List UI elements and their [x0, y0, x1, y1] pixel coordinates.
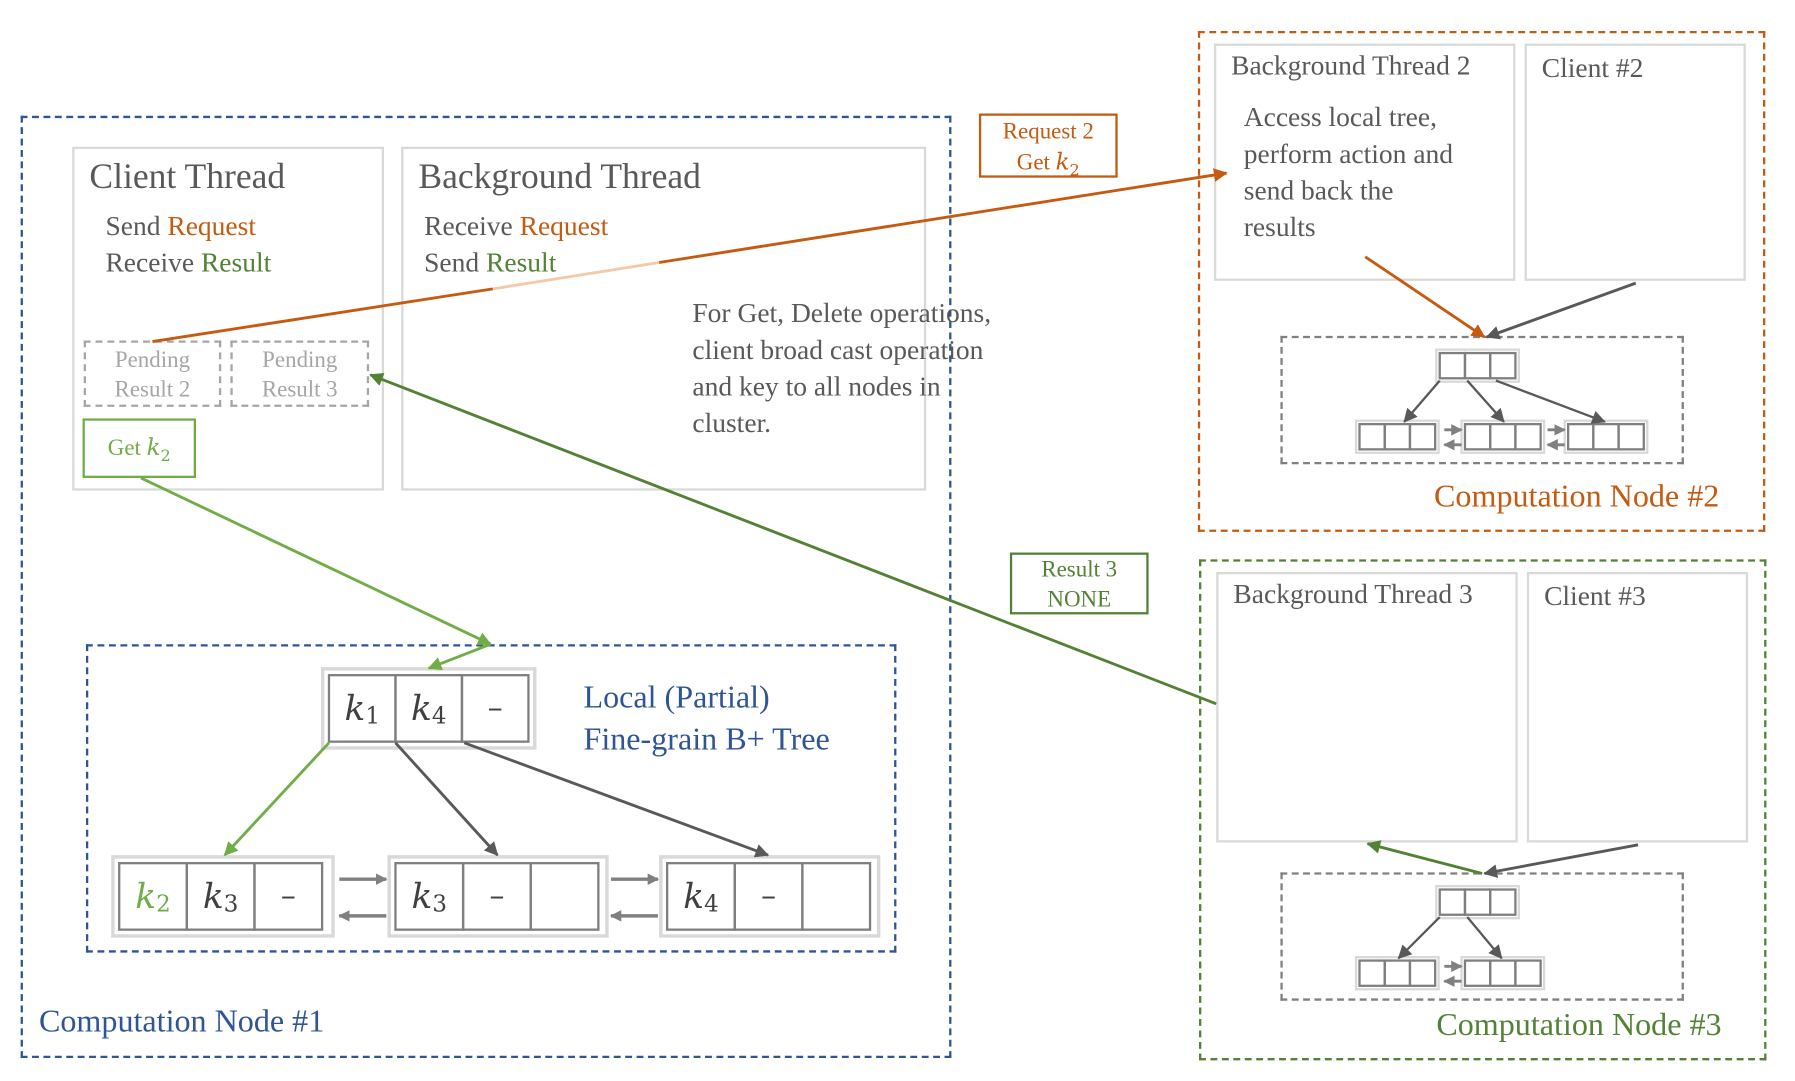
broadcast-note: For Get, Delete operations, client broad…	[692, 296, 1047, 443]
bt2-text-line: send back the	[1243, 176, 1394, 207]
pending-result-2-line1: Pending	[114, 347, 191, 373]
background-thread-title: Background Thread	[418, 155, 701, 197]
bt2-text-line: results	[1243, 213, 1316, 244]
client-2-title: Client #2	[1541, 53, 1644, 84]
receive-label: Receive	[424, 212, 520, 242]
background-thread-2-text: Access local tree, perform action and se…	[1244, 100, 1453, 247]
pending-result-2-line2: Result 2	[114, 377, 191, 403]
background-thread-3-title: Background Thread 3	[1233, 580, 1473, 610]
get-k2-prefix: Get	[107, 435, 147, 461]
cell-key: k	[411, 876, 433, 917]
request-2-get: Get	[1016, 150, 1056, 176]
pending-result-3: Pending Result 3	[230, 340, 370, 407]
request-2-tag: Request 2 Get k2	[978, 113, 1118, 180]
result-3-line1: Result 3	[1041, 557, 1118, 583]
send-label: Send	[105, 212, 168, 242]
broadcast-note-line: and key to all nodes in	[692, 372, 941, 403]
cell-key: k	[344, 688, 366, 729]
broadcast-note-line: cluster.	[692, 409, 772, 440]
leaf3-cell-blank	[801, 862, 872, 931]
cell-sub: 3	[223, 889, 239, 918]
leaf2-cell-empty: –	[461, 862, 532, 931]
cell-key: k	[202, 876, 224, 917]
broadcast-note-line: client broad cast operation	[692, 335, 984, 366]
bg-receive-request-text: Receive Request	[424, 209, 608, 246]
get-k2-key-letter: k	[146, 433, 161, 461]
node-2-tree-leaf	[1354, 419, 1440, 454]
leaf1-cell-empty: –	[253, 862, 324, 931]
client-3-title: Client #3	[1544, 582, 1646, 613]
pending-result-3-line1: Pending	[262, 347, 338, 373]
pending-result-2: Pending Result 2	[83, 340, 222, 407]
request-2-line2: Get k2	[981, 147, 1115, 186]
cell-sub: 4	[431, 701, 447, 730]
cell-sub: 4	[704, 889, 719, 918]
background-thread-3-panel	[1216, 572, 1518, 843]
cell-key: –	[280, 879, 296, 914]
result-label: Result	[200, 248, 272, 279]
send-label: Send	[424, 248, 487, 279]
client-thread-title: Client Thread	[89, 155, 286, 197]
pending-result-3-line2: Result 3	[261, 377, 338, 403]
cell-sub: 2	[156, 889, 171, 918]
receive-label: Receive	[105, 248, 201, 279]
get-k2-box: Get k2	[82, 418, 197, 479]
client-receive-result-text: Receive Result	[105, 245, 271, 282]
local-tree-label-line2: Fine-grain B+ Tree	[583, 722, 830, 758]
computation-node-2	[1197, 30, 1766, 532]
computation-node-1-label: Computation Node #1	[38, 1004, 325, 1040]
background-thread-2-title: Background Thread 2	[1231, 51, 1471, 82]
cell-sub: 1	[365, 701, 380, 730]
request-2-key: k	[1055, 147, 1070, 176]
client-send-request-text: Send Request	[105, 209, 256, 246]
bt2-text-line: perform action and	[1243, 139, 1454, 170]
node-2-tree-leaf	[1563, 419, 1649, 454]
computation-node-3	[1199, 559, 1767, 1061]
leaf2-cell-blank	[529, 862, 600, 931]
result-3-line2: NONE	[1047, 586, 1112, 613]
node-3-tree-root	[1435, 884, 1520, 920]
cell-key: k	[135, 876, 157, 917]
local-tree-label-line1: Local (Partial)	[583, 679, 770, 716]
node-3-tree-leaf	[1354, 956, 1440, 991]
request-2-key-sub: 2	[1069, 161, 1080, 180]
get-k2-key-sub: 2	[160, 447, 171, 466]
node-2-tree-root	[1435, 348, 1520, 383]
client-2-panel	[1524, 43, 1746, 281]
broadcast-note-line: For Get, Delete operations,	[692, 299, 992, 329]
cell-key: –	[489, 879, 505, 914]
computation-node-2-label: Computation Node #2	[1434, 479, 1720, 515]
result-label: Result	[486, 248, 557, 279]
computation-node-3-label: Computation Node #3	[1436, 1007, 1722, 1044]
request-label: Request	[167, 212, 257, 242]
root-cell-empty: –	[460, 674, 530, 743]
cell-key: –	[761, 879, 777, 914]
leaf3-cell-empty: –	[733, 862, 804, 931]
bt2-text-line: Access local tree,	[1243, 103, 1437, 133]
cell-key: –	[487, 691, 503, 726]
bg-send-result-text: Send Result	[424, 245, 556, 282]
cell-sub: 3	[432, 889, 448, 918]
cell-key: k	[683, 876, 705, 917]
client-3-panel	[1526, 572, 1749, 843]
request-2-line1: Request 2	[1002, 119, 1094, 145]
request-label: Request	[519, 212, 609, 242]
node-3-tree-leaf	[1460, 956, 1546, 991]
result-3-tag: Result 3 NONE	[1009, 552, 1149, 615]
local-tree-label: Local (Partial) Fine-grain B+ Tree	[583, 676, 829, 761]
cell-key: k	[410, 688, 432, 729]
node-2-tree-leaf	[1460, 419, 1546, 454]
get-k2-key: k2	[146, 433, 171, 465]
